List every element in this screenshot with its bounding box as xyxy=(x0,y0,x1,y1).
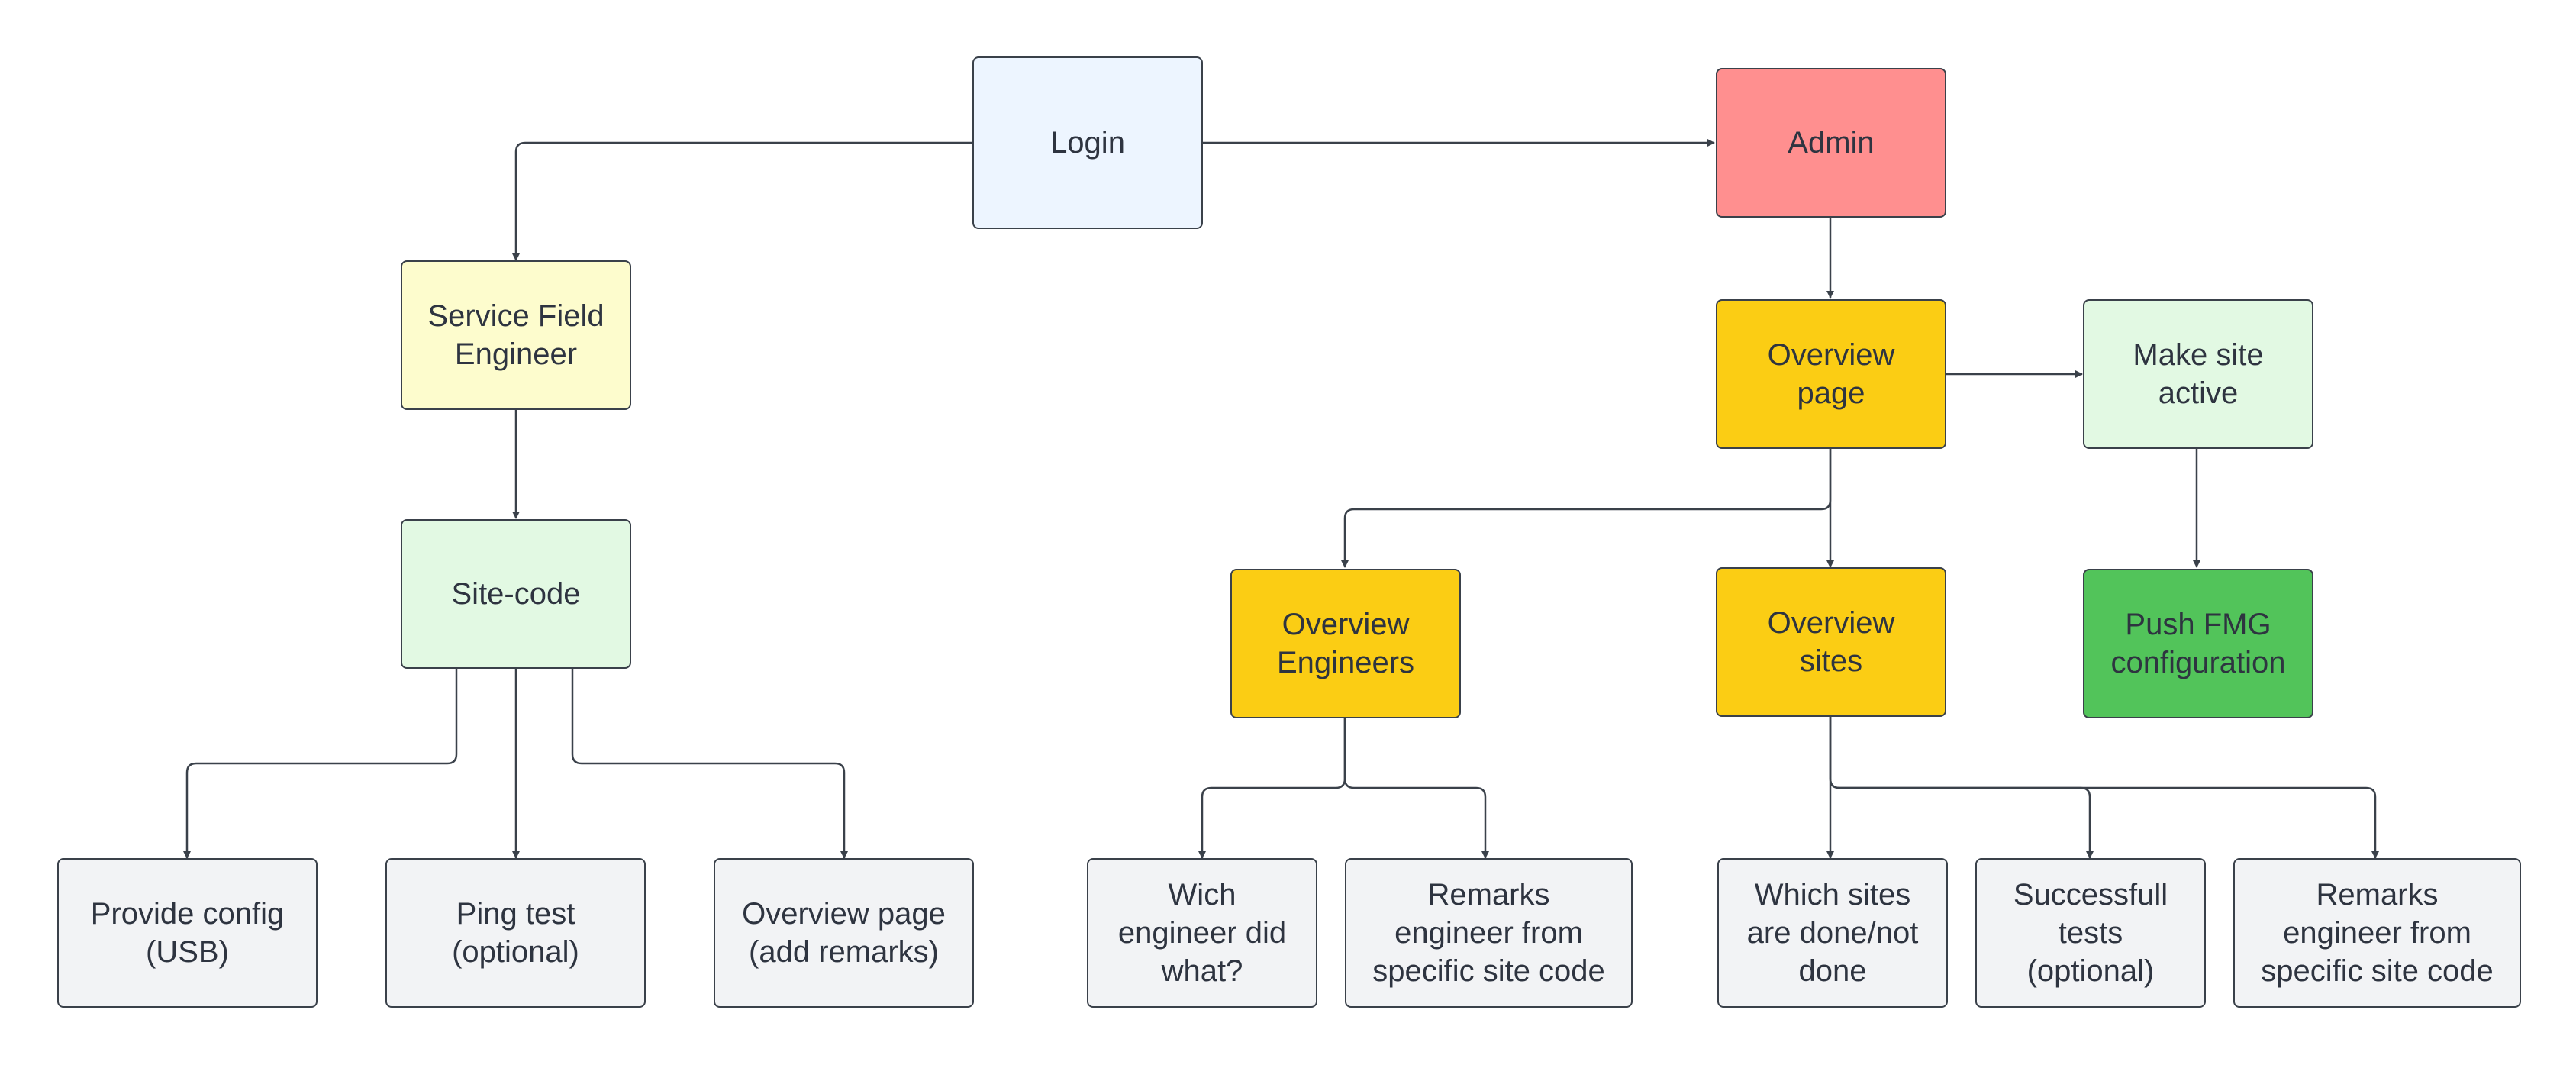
node-overview-page-remarks-label: Overview page (add remarks) xyxy=(742,897,946,969)
node-which-sites-label: Which sites are done/not done xyxy=(1746,878,1919,988)
edge-sitecode-overviewremarks xyxy=(571,669,848,859)
node-overview-page: Overview page xyxy=(1716,299,1946,449)
node-overview-sites-label: Overview sites xyxy=(1767,606,1895,678)
node-successfull-tests: Successfull tests (optional) xyxy=(1975,858,2206,1008)
node-overview-page-remarks: Overview page (add remarks) xyxy=(714,858,974,1008)
node-remarks-engineer-2-label: Remarks engineer from specific site code xyxy=(2261,878,2494,988)
node-overview-engineers-label: Overview Engineers xyxy=(1276,608,1415,679)
node-which-sites: Which sites are done/not done xyxy=(1717,858,1948,1008)
node-admin: Admin xyxy=(1716,68,1946,218)
node-site-code-label: Site-code xyxy=(451,577,581,611)
node-overview-engineers: Overview Engineers xyxy=(1230,569,1461,718)
node-overview-sites: Overview sites xyxy=(1716,567,1946,717)
node-overview-page-label: Overview page xyxy=(1767,338,1895,410)
node-provide-config-label: Provide config (USB) xyxy=(90,897,285,969)
node-admin-label: Admin xyxy=(1788,126,1875,160)
node-push-fmg-label: Push FMG configuration xyxy=(2110,608,2286,679)
node-make-site-active-label: Make site active xyxy=(2133,338,2264,410)
node-ping-test: Ping test (optional) xyxy=(385,858,646,1008)
node-wich-engineer-label: Wich engineer did what? xyxy=(1117,878,1287,988)
node-remarks-engineer-1-label: Remarks engineer from specific site code xyxy=(1372,878,1605,988)
node-wich-engineer: Wich engineer did what? xyxy=(1087,858,1317,1008)
edge-sites-remarks xyxy=(1829,717,2379,859)
edge-sitecode-provide xyxy=(183,669,458,859)
edge-overview-engineers xyxy=(1341,449,1832,568)
edge-engineers-wich xyxy=(1198,717,1346,859)
node-login-label: Login xyxy=(1050,126,1125,160)
node-service-field-engineer-label: Service Field Engineer xyxy=(427,299,605,371)
node-make-site-active: Make site active xyxy=(2083,299,2313,449)
node-site-code: Site-code xyxy=(401,519,631,669)
edge-login-engineer xyxy=(512,141,972,261)
node-remarks-engineer-1: Remarks engineer from specific site code xyxy=(1345,858,1633,1008)
node-provide-config: Provide config (USB) xyxy=(57,858,318,1008)
node-ping-test-label: Ping test (optional) xyxy=(452,897,579,969)
node-remarks-engineer-2: Remarks engineer from specific site code xyxy=(2233,858,2521,1008)
node-login: Login xyxy=(972,56,1203,229)
node-push-fmg: Push FMG configuration xyxy=(2083,569,2313,718)
node-successfull-tests-label: Successfull tests (optional) xyxy=(2013,878,2168,988)
node-service-field-engineer: Service Field Engineer xyxy=(401,260,631,410)
edge-engineers-remarks xyxy=(1343,717,1489,859)
